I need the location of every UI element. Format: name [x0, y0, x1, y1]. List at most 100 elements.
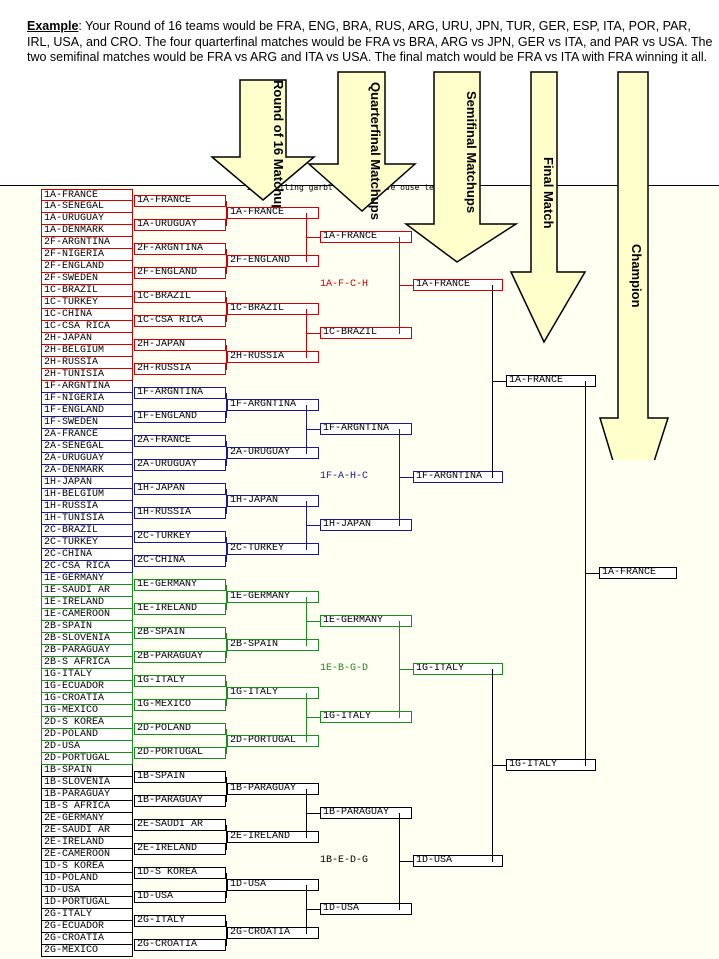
qf-slot: 2G-CROATIA	[227, 927, 319, 939]
team-list-item: 1G-ECUADOR	[41, 681, 133, 693]
qf-slot: 1C-BRAZIL	[227, 303, 319, 315]
r16-slot: 1F-ARGNTINA	[134, 387, 226, 399]
bracket-line	[226, 921, 227, 946]
bracket-line	[399, 285, 413, 286]
team-list-item: 1D-USA	[41, 885, 133, 897]
r16-slot: 2H-JAPAN	[134, 339, 226, 351]
team-list-item: 2E-CAMEROON	[41, 849, 133, 861]
team-list-item: 2G-CROATIA	[41, 933, 133, 945]
team-list-item: 1B-PARAGUAY	[41, 789, 133, 801]
r16-slot: 1D-S KOREA	[134, 867, 226, 879]
bracket-line	[306, 429, 320, 430]
r16-slot: 2G-CROATIA	[134, 939, 226, 951]
r16-slot: 2E-IRELAND	[134, 843, 226, 855]
bracket-line	[492, 765, 506, 766]
team-list-item: 2G-MEXICO	[41, 945, 133, 957]
bracket-line	[306, 909, 320, 910]
team-list-item: 1G-CROATIA	[41, 693, 133, 705]
team-list-item: 2C-BRAZIL	[41, 525, 133, 537]
bracket-line	[226, 249, 227, 274]
qf-slot: 2D-PORTUGAL	[227, 735, 319, 747]
bracket-line	[306, 333, 320, 334]
sf-slot: 1D-USA	[320, 903, 412, 915]
r16-slot: 2F-ENGLAND	[134, 267, 226, 279]
team-list-item: 1A-DENMARK	[41, 225, 133, 237]
team-list-item: 2A-FRANCE	[41, 429, 133, 441]
sf-header: Semifinal Matchups	[464, 91, 479, 214]
qf-slot: 1F-ARGNTINA	[227, 399, 319, 411]
sf-winner-slot: 1D-USA	[413, 855, 503, 867]
team-list-item: 1D-PORTUGAL	[41, 897, 133, 909]
bracket-line	[226, 729, 227, 754]
qf-slot: 1D-USA	[227, 879, 319, 891]
sf-winner-slot: 1G-ITALY	[413, 663, 503, 675]
team-list-item: 2E-IRELAND	[41, 837, 133, 849]
team-list-item: 1E-SAUDI AR	[41, 585, 133, 597]
team-list-item: 1C-TURKEY	[41, 297, 133, 309]
bracket-line	[226, 489, 227, 514]
sf-slot: 1F-ARGNTINA	[320, 423, 412, 435]
group-label: 1E-B-G-D	[320, 663, 369, 674]
team-list-item: 2B-S AFRICA	[41, 657, 133, 669]
r16-header: Round of 16 Matchups	[271, 80, 286, 220]
r16-slot: 1C-CSA RICA	[134, 315, 226, 327]
group-label: 1F-A-H-C	[320, 471, 369, 482]
r16-slot: 1H-JAPAN	[134, 483, 226, 495]
bracket-line	[226, 633, 227, 658]
bracket-line	[226, 441, 227, 466]
team-list-item: 2F-ARGNTINA	[41, 237, 133, 249]
team-list-item: 2D-PORTUGAL	[41, 753, 133, 765]
r16-slot: 2F-ARGNTINA	[134, 243, 226, 255]
team-list-item: 1G-MEXICO	[41, 705, 133, 717]
team-list-item: 2A-SENEGAL	[41, 441, 133, 453]
qf-arrow	[307, 71, 417, 213]
team-list-item: 1C-CSA RICA	[41, 321, 133, 333]
team-list-item: 2G-ITALY	[41, 909, 133, 921]
team-list-item: 1D-POLAND	[41, 873, 133, 885]
qf-slot: 1G-ITALY	[227, 687, 319, 699]
bracket-line	[226, 873, 227, 898]
team-list-item: 2H-RUSSIA	[41, 357, 133, 369]
bracket-line	[226, 777, 227, 802]
qf-slot: 1B-PARAGUAY	[227, 783, 319, 795]
bracket-line	[226, 537, 227, 562]
team-list-item: 2H-BELGIUM	[41, 345, 133, 357]
qf-slot: 1A-FRANCE	[227, 207, 319, 219]
team-list-item: 1F-ENGLAND	[41, 405, 133, 417]
team-list-item: 1C-CHINA	[41, 309, 133, 321]
team-list-item: 1D-S KOREA	[41, 861, 133, 873]
qf-slot: 2F-ENGLAND	[227, 255, 319, 267]
r16-slot: 2A-URUGUAY	[134, 459, 226, 471]
team-list-item: 1F-NIGERIA	[41, 393, 133, 405]
r16-slot: 2C-TURKEY	[134, 531, 226, 543]
bracket-line	[226, 585, 227, 610]
bracket-line	[226, 345, 227, 370]
bracket-line	[226, 681, 227, 706]
r16-slot: 1D-USA	[134, 891, 226, 903]
r16-slot: 2D-PORTUGAL	[134, 747, 226, 759]
team-list-item: 2C-CSA RICA	[41, 561, 133, 573]
team-list-item: 1B-S AFRICA	[41, 801, 133, 813]
r16-slot: 1A-FRANCE	[134, 195, 226, 207]
sf-slot: 1A-FRANCE	[320, 231, 412, 243]
r16-arrow	[209, 79, 317, 201]
r16-slot: 1B-PARAGUAY	[134, 795, 226, 807]
header-arrows	[209, 71, 670, 460]
team-list-item: 2H-JAPAN	[41, 333, 133, 345]
bracket-line	[399, 861, 413, 862]
team-list-item: 2B-SPAIN	[41, 621, 133, 633]
team-list-item: 1F-ARGNTINA	[41, 381, 133, 393]
team-list-item: 1H-RUSSIA	[41, 501, 133, 513]
team-list-item: 1E-CAMEROON	[41, 609, 133, 621]
example-body: : Your Round of 16 teams would be FRA, E…	[27, 19, 713, 64]
champion-header: Champion	[629, 244, 644, 308]
team-list-item: 2F-NIGERIA	[41, 249, 133, 261]
r16-slot: 2H-RUSSIA	[134, 363, 226, 375]
final-arrow	[509, 71, 587, 344]
team-list-item: 2D-POLAND	[41, 729, 133, 741]
bracket-line	[226, 201, 227, 226]
bracket-line	[492, 381, 506, 382]
r16-slot: 1E-IRELAND	[134, 603, 226, 615]
bracket-line	[585, 573, 599, 574]
team-list-item: 2C-TURKEY	[41, 537, 133, 549]
